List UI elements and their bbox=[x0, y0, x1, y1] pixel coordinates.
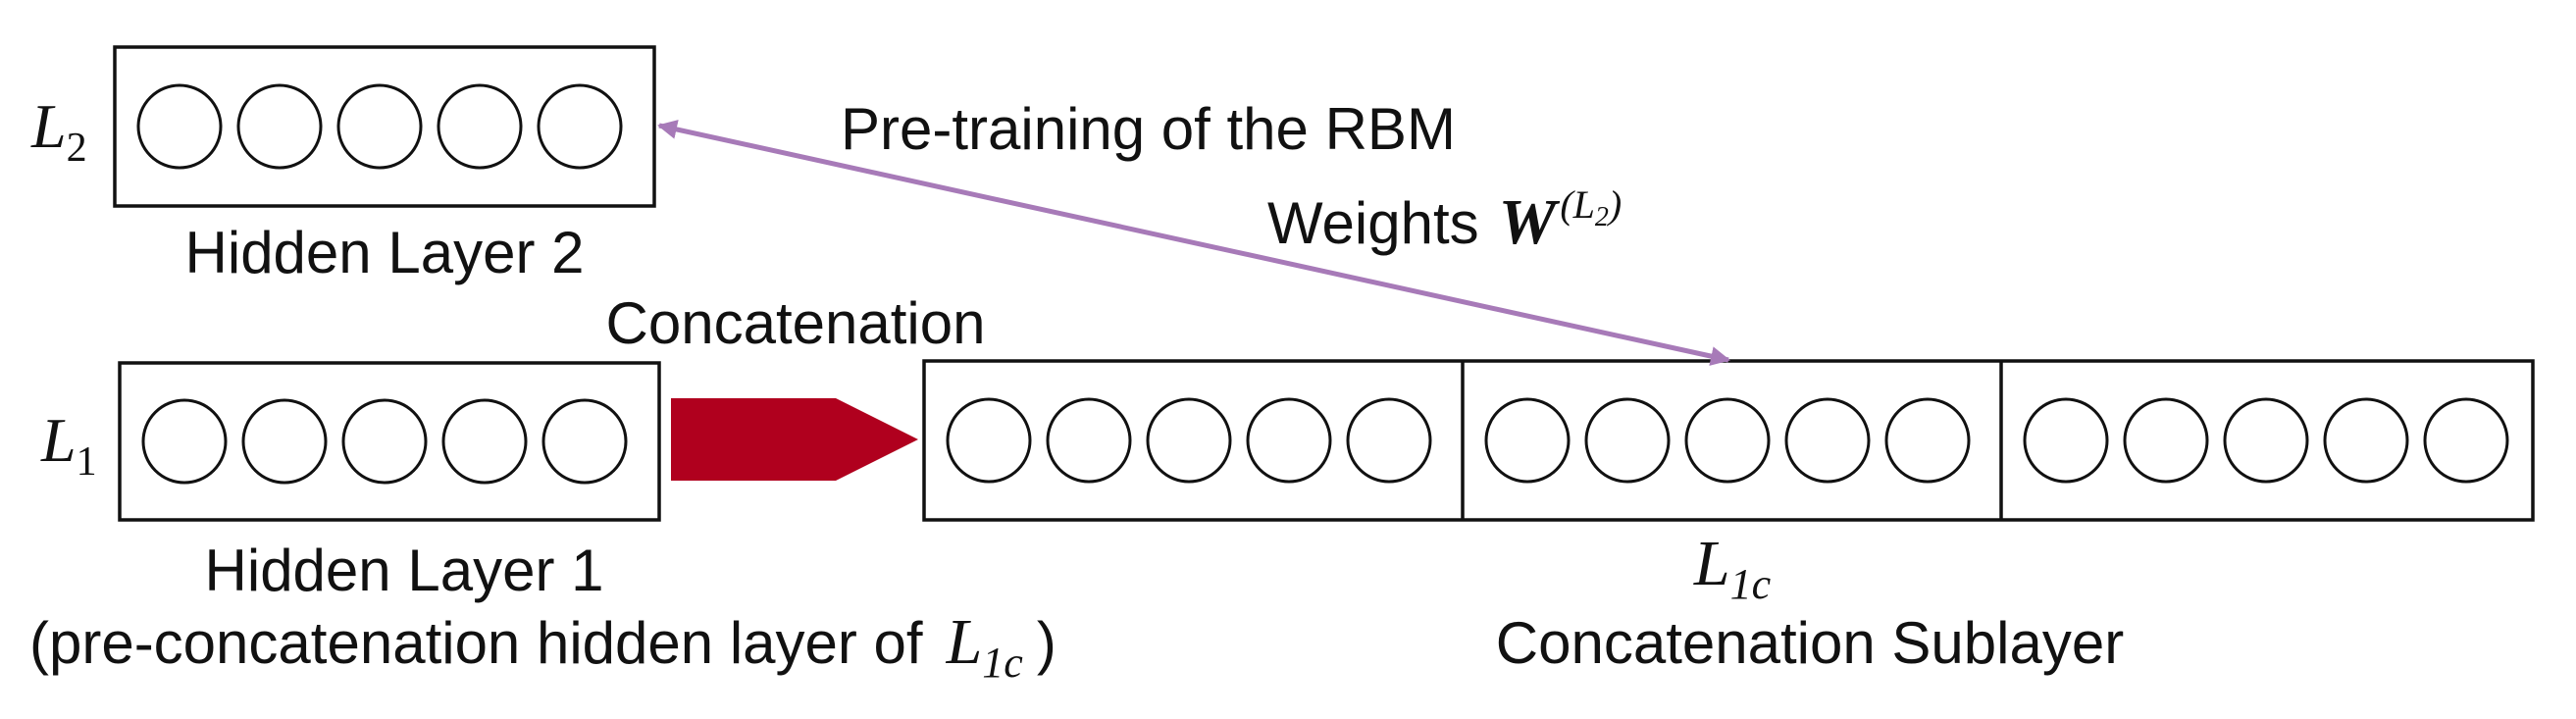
hidden-layer-1-node bbox=[341, 398, 428, 485]
concatenated-layer-node bbox=[1346, 397, 1432, 484]
concatenation-label: Concatenation bbox=[606, 290, 986, 356]
concatenated-layer-node bbox=[1246, 397, 1332, 484]
hidden-layer-2-node bbox=[537, 83, 623, 170]
concatenated-layer-node bbox=[1584, 397, 1671, 484]
hidden-layer-1: L1 Hidden Layer 1 (pre-concatenation hid… bbox=[29, 361, 1056, 687]
concatenation-arrow-shape bbox=[671, 398, 918, 481]
hidden-layer-2-nodes bbox=[136, 83, 623, 170]
hidden-layer-2-box bbox=[113, 45, 656, 208]
hidden-layer-1-caption: Hidden Layer 1 bbox=[205, 538, 604, 603]
hidden-layer-1-note: (pre-concatenation hidden layer of L1c ) bbox=[29, 606, 1056, 687]
concatenated-layer-node bbox=[2323, 397, 2409, 484]
concatenated-layer: L1c Concatenation Sublayer bbox=[922, 359, 2535, 676]
hidden-layer-1-node bbox=[441, 398, 528, 485]
hidden-layer-2: L2 Hidden Layer 2 bbox=[30, 45, 656, 285]
hidden-layer-2-node bbox=[336, 83, 423, 170]
hidden-layer-1-node bbox=[541, 398, 628, 485]
hidden-layer-2-node bbox=[136, 83, 223, 170]
concatenated-layer-node bbox=[1784, 397, 1871, 484]
hidden-layer-2-node bbox=[437, 83, 523, 170]
layer-l1-symbol: L1 bbox=[40, 405, 97, 485]
rbm-pretraining-link: Pre-training of the RBM Weights W(L2) bbox=[657, 96, 1730, 366]
layer-l2-symbol: L2 bbox=[30, 91, 87, 171]
concatenated-layer-node bbox=[2223, 397, 2309, 484]
concatenated-layer-node bbox=[1046, 397, 1132, 484]
rbm-weights-label: Weights W(L2) bbox=[1267, 182, 1622, 258]
concatenation-sublayer-caption: Concatenation Sublayer bbox=[1496, 610, 2124, 676]
concatenated-layer-nodes bbox=[946, 397, 2509, 484]
concatenated-layer-node bbox=[1146, 397, 1232, 484]
hidden-layer-1-box bbox=[118, 361, 661, 522]
hidden-layer-1-node bbox=[241, 398, 328, 485]
concatenated-layer-node bbox=[2423, 397, 2509, 484]
rbm-pretraining-label: Pre-training of the RBM bbox=[841, 96, 1456, 162]
hidden-layer-2-caption: Hidden Layer 2 bbox=[185, 220, 585, 285]
concatenated-layer-node bbox=[2123, 397, 2209, 484]
concatenated-layer-node bbox=[1484, 397, 1571, 484]
concatenation-arrow: Concatenation bbox=[606, 290, 986, 481]
concatenated-layer-node bbox=[946, 397, 1032, 484]
hidden-layer-2-node bbox=[236, 83, 323, 170]
rbm-arrow-line bbox=[657, 120, 1730, 366]
concatenated-layer-node bbox=[1884, 397, 1971, 484]
hidden-layer-1-node bbox=[141, 398, 228, 485]
concatenated-layer-node bbox=[2023, 397, 2109, 484]
layer-l1c-symbol: L1c bbox=[1693, 528, 1772, 608]
concatenated-layer-node bbox=[1684, 397, 1771, 484]
hidden-layer-1-nodes bbox=[141, 398, 628, 485]
concatenated-layer-box bbox=[922, 359, 2535, 522]
